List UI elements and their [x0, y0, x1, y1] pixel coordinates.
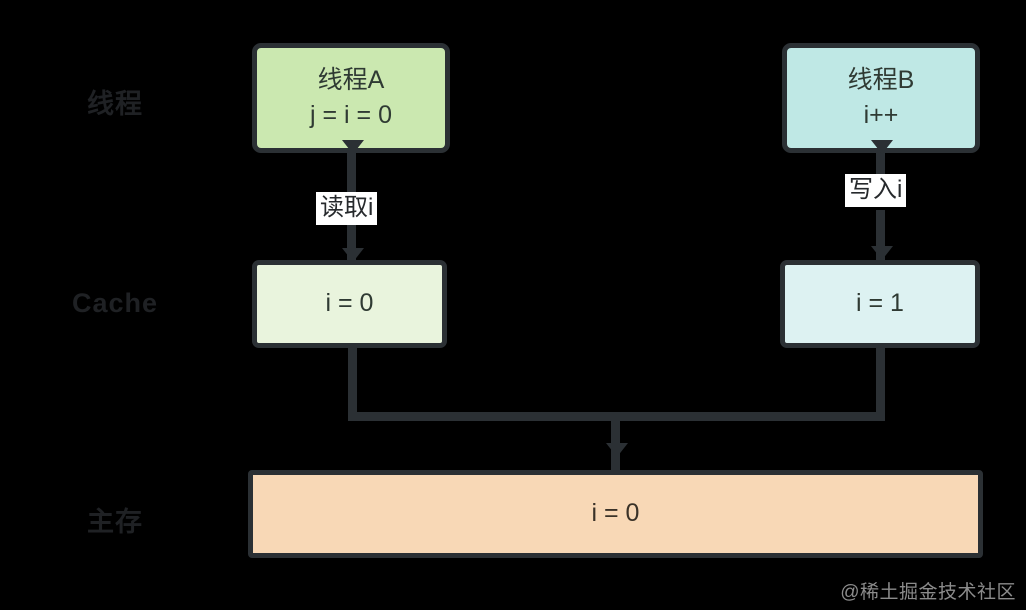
read-arrow-head-icon	[342, 248, 364, 262]
thread-a-box[interactable]: 线程A j = i = 0	[252, 43, 450, 153]
edge-label-write: 写入i	[845, 174, 907, 207]
write-arrow-head-icon	[871, 246, 893, 260]
bus-arrow-head-icon	[606, 443, 628, 457]
main-memory-value: i = 0	[591, 499, 640, 528]
write-arrow-head-upper-icon	[871, 140, 893, 154]
thread-b-expression: i++	[863, 101, 899, 129]
read-arrow-head-upper-icon	[342, 140, 364, 154]
write-arrow-segment-lower	[876, 210, 885, 260]
thread-a-title: 线程A	[317, 65, 385, 94]
thread-a-expression: j = i = 0	[310, 101, 392, 129]
thread-b-box[interactable]: 线程B i++	[782, 43, 980, 153]
cache-left-value: i = 0	[325, 289, 374, 318]
cache-right-value: i = 1	[856, 289, 904, 318]
write-arrow-segment-upper	[876, 152, 885, 178]
cache-right-box[interactable]: i = 1	[780, 260, 980, 348]
read-arrow-segment-lower	[347, 224, 356, 260]
edge-label-read: 读取i	[316, 192, 378, 225]
row-label-cache: Cache	[71, 288, 159, 318]
bus-right-vertical	[876, 348, 885, 420]
bus-to-main-memory	[611, 412, 620, 470]
main-memory-box[interactable]: i = 0	[248, 470, 983, 558]
thread-b-title: 线程B	[847, 65, 915, 94]
read-arrow-segment-upper	[347, 152, 356, 192]
watermark: @稀土掘金技术社区	[840, 582, 1016, 603]
cache-left-box[interactable]: i = 0	[252, 260, 447, 348]
row-label-thread: 线程	[87, 89, 143, 119]
bus-left-vertical	[348, 348, 357, 420]
row-label-main-memory: 主存	[87, 507, 143, 537]
